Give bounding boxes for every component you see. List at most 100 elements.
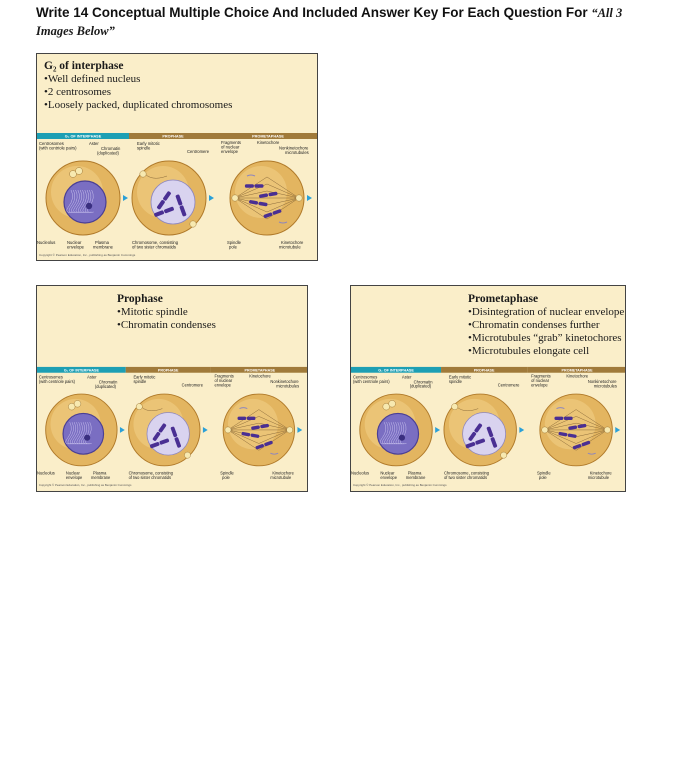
copyright-line: Copyright © Pearson Education, Inc., pub… — [39, 253, 136, 257]
spindle-fiber — [544, 429, 577, 444]
nucleus — [150, 179, 196, 225]
cytoplasm-highlight — [227, 398, 279, 450]
stage-band-label: PROMETAPHASE — [252, 135, 284, 139]
stage-band-prometaphase — [210, 366, 307, 373]
label-centriole-pairs: (with centriole pairs) — [353, 379, 390, 384]
label-nonkinetochore: Nonkinetochore — [588, 379, 617, 384]
centrosome — [69, 170, 77, 178]
spindle-fiber — [258, 429, 290, 437]
instruction-heading: Write 14 Conceptual Multiple Choice And … — [36, 4, 656, 40]
chromosome — [568, 423, 587, 430]
arrow-icon — [519, 427, 525, 433]
stage-band-prophase — [441, 366, 528, 373]
label-duplicated: (duplicated) — [97, 151, 119, 156]
chromosome — [241, 431, 260, 438]
spindle-fiber — [234, 197, 268, 213]
spindle-fiber — [258, 422, 290, 431]
slide-text: Prometaphase •Disintegration of nuclear … — [468, 293, 624, 358]
chromatin-strand — [68, 189, 76, 213]
chromatid — [163, 191, 171, 201]
label-spindle-pole: Spindle — [220, 471, 234, 476]
chromatid — [572, 444, 582, 450]
label-kinetochore-bottom: Kinetochore — [272, 471, 294, 476]
arrow-icon — [435, 427, 441, 433]
envelope-fragment — [587, 452, 596, 455]
slide-bullet: •Microtubules “grab” kinetochores — [468, 332, 622, 344]
label-kinetochore-bottom: Kinetochore — [281, 240, 304, 245]
label-nuclear: Nuclear — [67, 240, 82, 245]
envelope-fragment — [239, 407, 248, 410]
label-aster: Aster — [89, 141, 99, 146]
slide-bullet: •2 centrosomes — [44, 86, 112, 98]
chromatid — [241, 431, 251, 437]
chromosome — [157, 191, 171, 210]
chromatid — [251, 425, 260, 430]
label-chromatin: Chromatin — [414, 379, 433, 384]
label-nucleolus: Nucleolus — [37, 240, 55, 245]
chromatin-strand — [382, 422, 389, 445]
cytoplasm-highlight — [235, 166, 287, 218]
label-plasma-membrane: membrane — [93, 245, 114, 250]
label-of-nuclear: of nuclear — [531, 378, 550, 383]
label-centromere: Centromere — [182, 382, 204, 387]
nucleolus — [84, 434, 91, 441]
slide-bullet: •Chromatin condenses further — [468, 319, 600, 331]
arrow-icon — [615, 427, 621, 433]
chromatid — [174, 437, 182, 448]
centrosome — [451, 403, 459, 411]
label-nucleolus: Nucleolus — [37, 471, 55, 476]
slide-bullet: •Well defined nucleus — [44, 73, 141, 85]
slide-bullet: •Mitotic spindle — [117, 306, 188, 318]
label-chromosome: Chromosome, consisting — [132, 240, 179, 245]
envelope-fragment — [246, 174, 256, 177]
cell-stage-g2 — [45, 393, 118, 467]
label-microtubules: microtubules — [594, 383, 617, 388]
spindle-fiber — [258, 416, 290, 431]
chromatid — [175, 194, 183, 206]
chromatin-strand — [74, 422, 81, 445]
chromosome — [486, 426, 498, 448]
spindle-pole — [295, 194, 303, 202]
chromatid — [237, 416, 247, 420]
arrow-icon — [123, 195, 128, 201]
stage-band-g2 — [37, 133, 129, 139]
label-envelope: envelope — [221, 149, 239, 154]
label-microtubules: microtubules — [276, 383, 299, 388]
stage-band-label: PROPHASE — [162, 135, 184, 139]
spindle-fiber — [544, 429, 577, 451]
slide-prophase: Prophase •Mitotic spindle •Chromatin con… — [36, 285, 308, 492]
chromatin-strand — [386, 422, 394, 445]
label-of-nuclear: of nuclear — [214, 378, 232, 383]
chromatid — [558, 431, 568, 437]
chromosome — [554, 416, 573, 420]
stage-band-label: G₂ OF INTERPHASE — [64, 368, 100, 372]
chromatid — [246, 416, 256, 420]
spindle-fiber — [266, 176, 300, 199]
arrow-icon — [202, 427, 208, 433]
centrosome — [135, 403, 143, 411]
cell-stage-prometa — [229, 160, 305, 236]
chromatin-strand — [65, 422, 72, 445]
label-nuclear-envelope: envelope — [380, 475, 397, 480]
label-fragments: Fragments — [221, 140, 241, 145]
chromatid — [486, 426, 494, 438]
chromatin-strand — [395, 422, 403, 445]
chromatid — [475, 438, 486, 445]
stage-band-label: PROPHASE — [474, 368, 495, 372]
cell-stage-g2 — [359, 393, 433, 467]
nucleus — [146, 412, 190, 456]
label-aster: Aster — [87, 375, 97, 380]
stage-band-prophase — [125, 366, 211, 373]
chromosome — [249, 200, 268, 207]
chromatin-strand — [73, 189, 80, 213]
label-kinetochore: Kinetochore — [257, 140, 280, 145]
label-sister-chromatids: of two sister chromatids — [444, 475, 487, 480]
arrow-icon — [209, 195, 214, 201]
label-early-mitotic: Early mitotic — [133, 375, 155, 380]
slide-prometaphase: Prometaphase •Disintegration of nuclear … — [350, 285, 626, 492]
label-centromere: Centromere — [187, 149, 210, 154]
cytoplasm-highlight — [544, 398, 596, 450]
chromosome — [255, 440, 273, 450]
spindle-fiber — [234, 190, 268, 199]
chromatid — [254, 184, 264, 188]
